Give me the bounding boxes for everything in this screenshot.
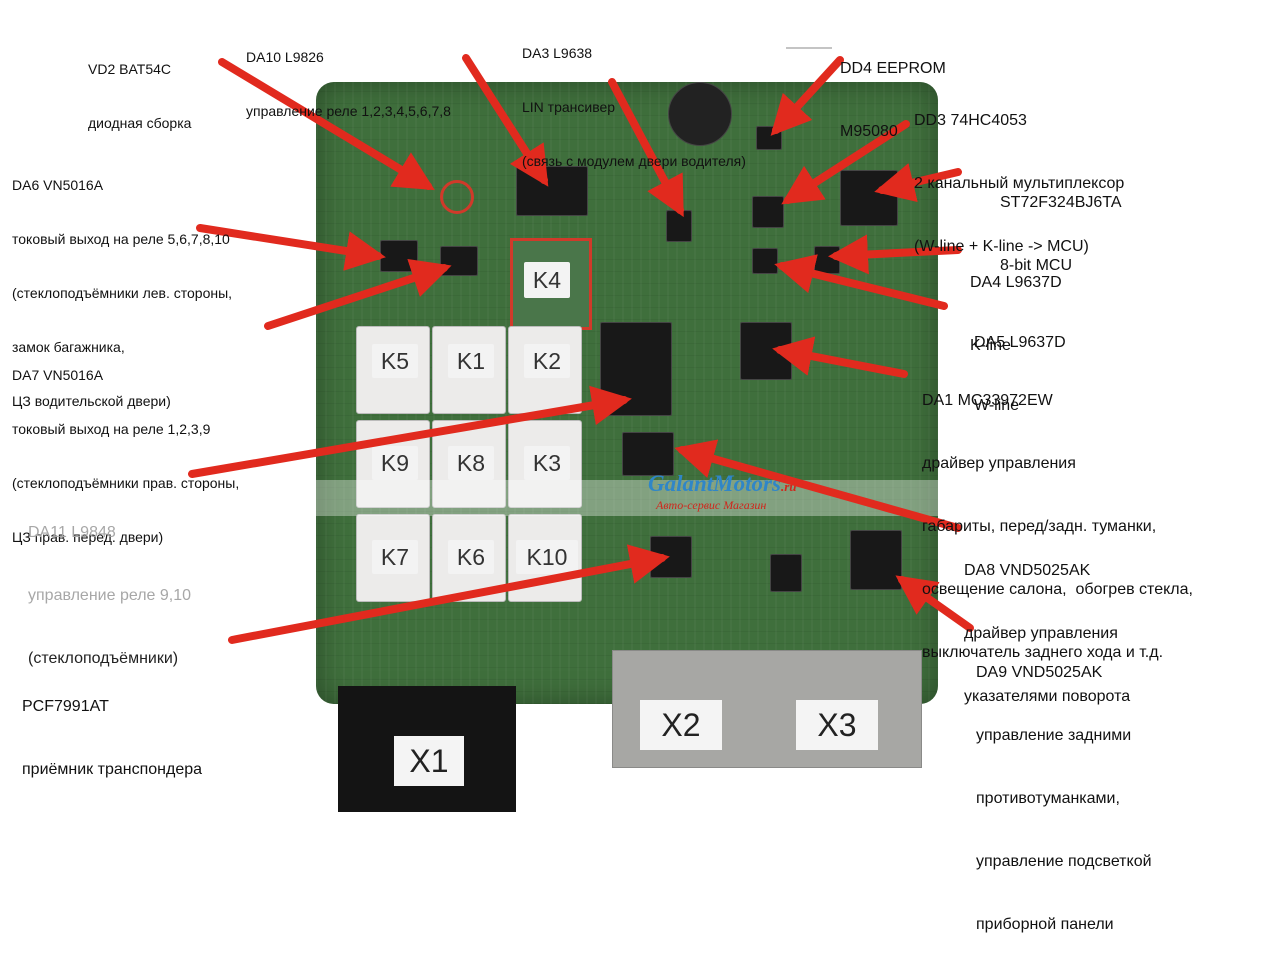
label-dd3-desc: 2 канальный мультиплексор <box>914 175 1125 192</box>
arrow-mcu <box>874 163 962 203</box>
arrow-da4 <box>828 234 962 275</box>
vd2-highlight-circle <box>440 180 474 214</box>
label-dd3-desc2: (W-line + K-line -> MCU) <box>914 238 1089 255</box>
label-da9-desc2: противотуманками, <box>976 790 1120 807</box>
label-da6-desc2: (стеклоподъёмники лев. стороны, <box>12 285 233 301</box>
label-dd4-title: DD4 EEPROM <box>840 60 946 77</box>
label-da6-desc: токовый выход на реле 5,6,7,8,10 <box>12 231 230 247</box>
label-da7: DA7 VN5016A токовый выход на реле 1,2,3,… <box>12 330 239 564</box>
label-da10-desc: управление реле 1,2,3,4,5,6,7,8 <box>246 103 451 119</box>
relay-label-k7: K7 <box>372 540 418 574</box>
chip-buzzer <box>668 82 732 146</box>
label-da4-title: DA4 L9637D <box>970 274 1062 291</box>
label-vd2-desc: диодная сборка <box>88 115 192 131</box>
arrow-da8 <box>674 439 962 532</box>
label-da10: DA10 L9826 управление реле 1,2,3,4,5,6,7… <box>246 12 451 138</box>
label-pcf-title: PCF7991AT <box>22 698 109 715</box>
relay-label-k4: K4 <box>524 262 570 298</box>
arrow-da1 <box>772 336 908 378</box>
label-da4-desc: K-line <box>970 337 1011 354</box>
label-da6-desc4: ЦЗ водительской двери) <box>12 393 171 409</box>
relay-label-k9: K9 <box>372 446 418 480</box>
label-vd2: VD2 BAT54C диодная сборка <box>88 24 191 150</box>
relay-label-k6: K6 <box>448 540 494 574</box>
relay-label-k10: K10 <box>516 540 578 574</box>
label-da6-title: DA6 VN5016A <box>12 177 104 193</box>
label-da3-desc: LIN трансивер <box>522 99 616 115</box>
label-da7-desc: токовый выход на реле 1,2,3,9 <box>12 421 211 437</box>
watermark-sub: Авто-сервис Магазин <box>656 498 767 512</box>
label-mcu: ST72F324BJ6TA 8-bit MCU <box>1000 150 1122 297</box>
label-da6-desc3: замок багажника, <box>12 339 125 355</box>
label-da7-desc2: (стеклоподъёмники прав. стороны, <box>12 475 240 491</box>
label-da1-title: DA1 MC33972EW <box>922 392 1053 409</box>
arrow-vd2 <box>218 58 435 191</box>
label-pcf-desc: приёмник транспондера <box>22 761 203 778</box>
label-da8: DA8 VND5025AK драйвер управления указате… <box>964 518 1130 728</box>
label-da11-title: DA11 L9848 <box>28 524 116 541</box>
label-da9-desc: управление задними <box>976 727 1132 744</box>
relay-label-k1: K1 <box>448 344 494 378</box>
label-da10-title: DA10 L9826 <box>246 49 324 65</box>
label-da7-title: DA7 VN5016A <box>12 367 104 383</box>
label-vd2-title: VD2 BAT54C <box>88 61 171 77</box>
label-da3-title: DA3 L9638 <box>522 45 593 61</box>
label-dd3-title: DD3 74HC4053 <box>914 112 1027 129</box>
annotation-arrows <box>188 47 974 644</box>
arrow-dd4 <box>770 56 844 136</box>
chip-dd3 <box>752 196 784 228</box>
label-da5-desc: W-line <box>974 397 1020 414</box>
label-da7-desc3: ЦЗ прав. перед. двери) <box>12 529 164 545</box>
connector-label-x1: X1 <box>394 736 464 786</box>
label-dd3: DD3 74HC4053 2 канальный мультиплексор (… <box>914 68 1124 278</box>
label-da9: DA9 VND5025AK управление задними противо… <box>976 620 1152 956</box>
relay-label-k3: K3 <box>524 446 570 480</box>
label-da11-desc2: (стеклоподъёмники) <box>28 650 179 667</box>
relay-label-k5: K5 <box>372 344 418 378</box>
arrow-pcf <box>228 544 670 644</box>
arrow-da6 <box>196 224 386 271</box>
chip-da9 <box>850 530 902 590</box>
label-dd4: DD4 EEPROM M95080 <box>840 16 946 163</box>
chip-da8 <box>622 432 674 476</box>
arrow-da3 <box>608 78 684 218</box>
label-da1-desc4: выключатель заднего хода и т.д. <box>922 644 1164 661</box>
chip-dot <box>770 554 802 592</box>
label-da3-desc2: (связь с модулем двери водителя) <box>522 153 746 169</box>
label-da8-title: DA8 VND5025AK <box>964 562 1091 579</box>
chip-da5 <box>752 248 778 274</box>
label-da11-desc: управление реле 9,10 <box>28 587 192 604</box>
label-da5-title: DA5 L9637D <box>974 334 1066 351</box>
label-da1-desc: драйвер управления <box>922 455 1076 472</box>
label-da1-desc3: освещение салона, обогрев стекла, <box>922 581 1193 598</box>
label-da8-desc: драйвер управления <box>964 625 1118 642</box>
arrow-da9 <box>895 575 974 632</box>
label-da11: DA11 L9848 управление реле 9,10 (стеклоп… <box>28 480 191 690</box>
label-da3: DA3 L9638 LIN трансивер (связь с модулем… <box>522 8 746 188</box>
label-da9-desc3: управление подсветкой <box>976 853 1152 870</box>
arrow-da5 <box>774 254 948 310</box>
label-dd4-desc: M95080 <box>840 123 898 140</box>
relay-label-k8: K8 <box>448 446 494 480</box>
label-da4: DA4 L9637D K-line <box>970 230 1062 377</box>
arrow-dd3 <box>781 120 910 205</box>
label-da9-title: DA9 VND5025AK <box>976 664 1103 681</box>
label-da1: DA1 MC33972EW драйвер управления габарит… <box>922 348 1193 684</box>
label-da9-desc4: приборной панели <box>976 916 1114 933</box>
chip-da11 <box>600 322 672 416</box>
connector-label-x3: X3 <box>796 700 878 750</box>
arrow-da10 <box>462 54 549 187</box>
label-da8-desc2: указателями поворота <box>964 688 1131 705</box>
label-pcf: PCF7991AT приёмник транспондера <box>22 654 202 801</box>
relay-label-k2: K2 <box>524 344 570 378</box>
watermark-band <box>316 480 938 516</box>
label-da6: DA6 VN5016A токовый выход на реле 5,6,7,… <box>12 140 232 428</box>
connector-label-x2: X2 <box>640 700 722 750</box>
label-da5: DA5 L9637D W-line <box>974 290 1066 437</box>
arrow-da7 <box>264 259 452 330</box>
label-mcu-desc: 8-bit MCU <box>1000 257 1073 274</box>
label-da1-desc2: габариты, перед/задн. туманки, <box>922 518 1157 535</box>
label-mcu-title: ST72F324BJ6TA <box>1000 194 1122 211</box>
arrow-da11 <box>188 385 632 478</box>
